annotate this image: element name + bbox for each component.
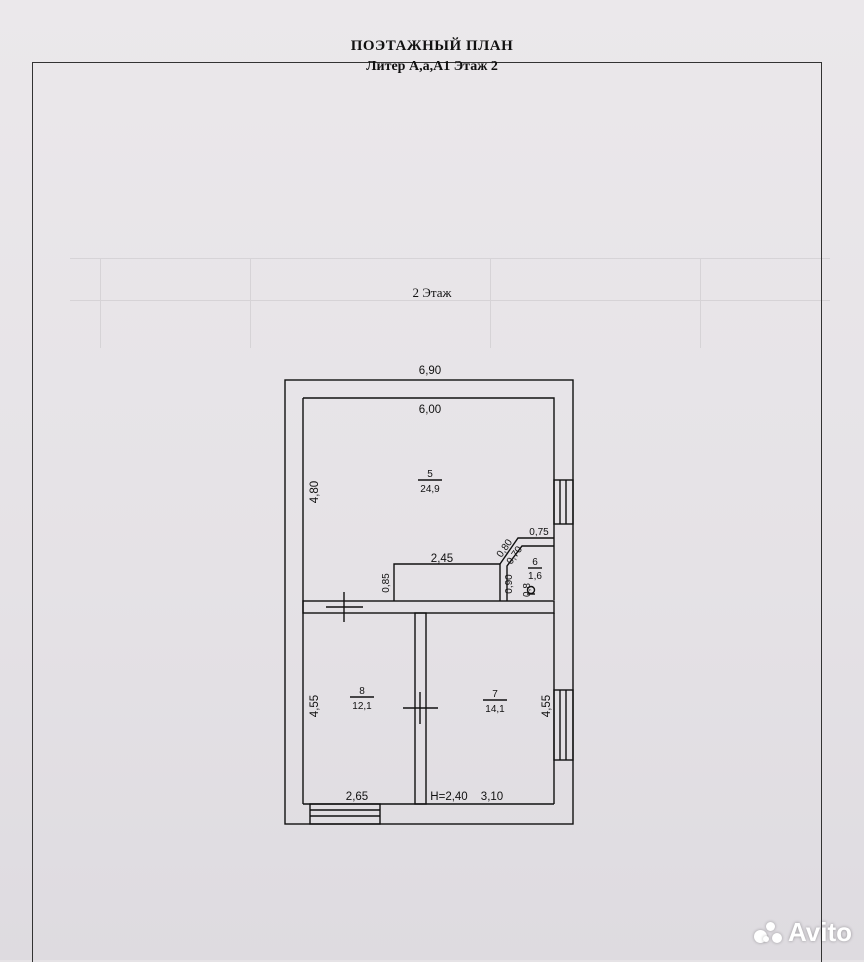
floor-label: 2 Этаж — [412, 285, 452, 300]
closet-outline — [499, 537, 554, 565]
sink-icon — [526, 585, 536, 595]
room7-area: 14,1 — [485, 704, 505, 715]
stair-box — [393, 563, 501, 601]
dim-room8-width: 2,65 — [346, 791, 368, 803]
drawing-frame — [32, 62, 822, 962]
room5-area: 24,9 — [420, 484, 440, 495]
dim-room7-width: 3,10 — [481, 791, 503, 803]
dim-room5-height: 4,80 — [309, 481, 321, 503]
avito-logo-icon — [753, 921, 782, 945]
horizontal-partition — [302, 600, 555, 614]
ceiling-height: H=2,40 — [430, 791, 467, 803]
room5-wall — [303, 397, 555, 600]
door-mark-upper — [326, 592, 363, 622]
avito-watermark: Avito — [753, 917, 852, 948]
dim-inner-width: 6,00 — [419, 404, 441, 416]
page-title: ПОЭТАЖНЫЙ ПЛАН — [350, 38, 514, 54]
dim-closet-small: 0,8 — [522, 583, 533, 597]
dim-outer-width: 6,90 — [419, 365, 441, 377]
room8-area: 12,1 — [352, 701, 372, 712]
window-right-lower — [553, 689, 574, 761]
dim-partition-depth: 0,85 — [381, 573, 392, 593]
bleed-through-lines — [70, 240, 830, 360]
dim-closet-depth: 0,90 — [504, 574, 515, 594]
outer-wall — [284, 379, 574, 825]
dim-partition-width: 2,45 — [431, 553, 453, 565]
room6-area: 1,6 — [528, 571, 542, 582]
page-subtitle: Литер А,а,А1 Этаж 2 — [366, 59, 498, 74]
window-right-upper — [553, 479, 574, 525]
door-mark-lower — [403, 692, 438, 724]
dim-room8-height: 4,55 — [309, 695, 321, 717]
room5-number: 5 — [427, 469, 433, 480]
dim-room7-height: 4,55 — [541, 695, 553, 717]
room8-number: 8 — [359, 686, 365, 697]
room6-number: 6 — [532, 557, 538, 568]
dim-closet-width: 0,75 — [529, 527, 549, 538]
room7-number: 7 — [492, 689, 498, 700]
avito-watermark-text: Avito — [787, 917, 852, 947]
closet-inner — [506, 545, 554, 601]
window-bottom — [309, 803, 381, 825]
